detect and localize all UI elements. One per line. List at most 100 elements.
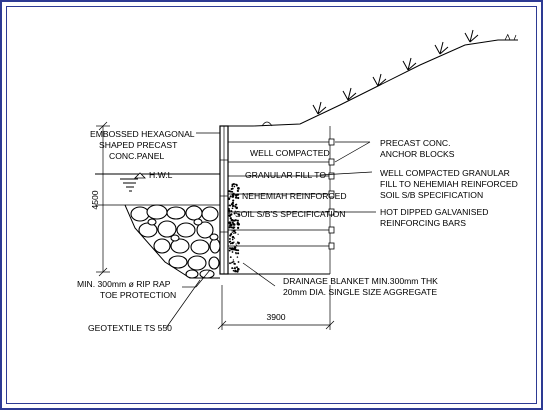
- rip-rap-boulder: [196, 221, 214, 239]
- panel-label-2: SHAPED PRECAST: [99, 140, 178, 150]
- aggregate-dot: [234, 205, 237, 208]
- aggregate-dot: [233, 185, 236, 188]
- aggregate-dot: [237, 267, 240, 271]
- anchor-block: [328, 242, 335, 250]
- aggregate-dot: [227, 197, 231, 200]
- grass-tufts: [312, 29, 517, 115]
- rip-rap-boulder: [147, 218, 157, 226]
- aggregate-dot: [237, 252, 240, 255]
- aggregate-dot: [231, 241, 234, 245]
- aggregate-dot: [231, 238, 234, 241]
- aggregate-dot: [235, 184, 238, 187]
- rip-rap-boulder: [146, 204, 168, 220]
- drain-label-1: DRAINAGE BLANKET MIN.300mm THK: [283, 276, 438, 286]
- aggregate-dot: [232, 199, 235, 202]
- aggregate-dot: [234, 183, 236, 185]
- rip-rap-boulder: [170, 234, 180, 242]
- rip-rap-boulder: [209, 238, 221, 254]
- aggregate-dot: [235, 203, 238, 206]
- aggregate-dot: [234, 267, 236, 270]
- aggregate-dot: [232, 269, 235, 272]
- panel-label-1: EMBOSSED HEXAGONAL: [90, 129, 195, 139]
- aggregate-dot: [236, 256, 239, 258]
- fill-inside-3: NEHEMIAH REINFORCED: [242, 191, 347, 201]
- aggregate-dot: [236, 270, 239, 273]
- riprap-label-2: TOE PROTECTION: [100, 290, 176, 300]
- fill-label-1: WELL COMPACTED GRANULAR: [380, 168, 510, 178]
- rip-rap-boulder: [176, 222, 196, 238]
- aggregate-dot: [234, 196, 238, 199]
- aggregate-dot: [229, 195, 232, 198]
- aggregate-dot: [230, 213, 233, 216]
- anchor-block: [328, 190, 335, 198]
- aggregate-dot: [237, 249, 240, 252]
- aggregate-dot: [231, 205, 235, 208]
- aggregate-dot: [235, 251, 237, 254]
- drainage-blanket: [227, 183, 241, 273]
- aggregate-dot: [231, 247, 233, 249]
- aggregate-dot: [232, 183, 235, 185]
- rip-rap-boulder: [185, 205, 203, 221]
- aggregate-dot: [228, 208, 230, 210]
- aggregate-dot: [236, 266, 238, 269]
- rip-rap-boulder: [168, 255, 188, 269]
- reinforcing-bars: [228, 138, 335, 250]
- aggregate-dot: [237, 213, 241, 216]
- aggregate-dot: [233, 248, 236, 251]
- aggregate-dot: [232, 223, 236, 226]
- aggregate-dot: [237, 233, 239, 235]
- bars-label-2: REINFORCING BARS: [380, 218, 466, 228]
- rip-rap-boulder: [193, 218, 203, 226]
- riprap-label-1: MIN. 300mm ø RIP RAP: [77, 279, 171, 289]
- aggregate-dot: [229, 262, 231, 265]
- height-dimension: 4500: [90, 121, 110, 277]
- aggregate-dot: [235, 243, 237, 245]
- aggregate-dot: [230, 223, 233, 227]
- ground-slope: [220, 29, 518, 127]
- aggregate-dot: [234, 270, 237, 272]
- fill-inside-4: SOIL S/B'S SPECIFICATION: [235, 209, 346, 219]
- rip-rap-boulder: [157, 220, 177, 238]
- aggregate-dot: [234, 266, 236, 269]
- rip-rap-boulder: [208, 256, 220, 270]
- aggregate-dot: [237, 223, 239, 226]
- aggregate-dot: [232, 261, 235, 263]
- aggregate-dot: [231, 261, 234, 264]
- rip-rap-boulder: [185, 269, 199, 279]
- anchor-label-2: ANCHOR BLOCKS: [380, 149, 455, 159]
- aggregate-dot: [231, 221, 234, 224]
- panel-label-3: CONC.PANEL: [109, 151, 164, 161]
- aggregate-dot: [236, 219, 239, 222]
- aggregate-dot: [228, 237, 231, 240]
- rip-rap-boulder: [153, 238, 171, 254]
- anchor-block: [328, 158, 335, 166]
- geotextile-label: GEOTEXTILE TS 550: [88, 323, 172, 333]
- drain-label-2: 20mm DIA. SINGLE SIZE AGGREGATE: [283, 287, 437, 297]
- precast-panel-wall: [219, 125, 229, 275]
- aggregate-dot: [237, 261, 240, 263]
- aggregate-dot: [229, 217, 232, 220]
- aggregate-dot: [237, 196, 240, 200]
- aggregate-dot: [231, 251, 234, 253]
- anchor-block: [328, 208, 335, 216]
- aggregate-dot: [232, 219, 236, 222]
- aggregate-dot: [234, 219, 237, 222]
- aggregate-dot: [231, 195, 235, 198]
- aggregate-dot: [232, 226, 235, 229]
- aggregate-dot: [228, 249, 231, 252]
- aggregate-dot: [233, 232, 235, 235]
- drawing-border: [6, 6, 537, 404]
- aggregate-dot: [231, 267, 234, 270]
- aggregate-dot: [228, 209, 231, 212]
- aggregate-dot: [229, 204, 232, 207]
- rip-rap-boulder: [170, 238, 190, 254]
- aggregate-dot: [229, 247, 231, 250]
- fill-inside-1: WELL COMPACTED: [250, 148, 330, 158]
- aggregate-dot: [230, 219, 234, 222]
- aggregate-dot: [229, 240, 232, 243]
- anchor-block: [328, 138, 335, 146]
- aggregate-dot: [228, 221, 232, 225]
- aggregate-dot: [231, 191, 234, 193]
